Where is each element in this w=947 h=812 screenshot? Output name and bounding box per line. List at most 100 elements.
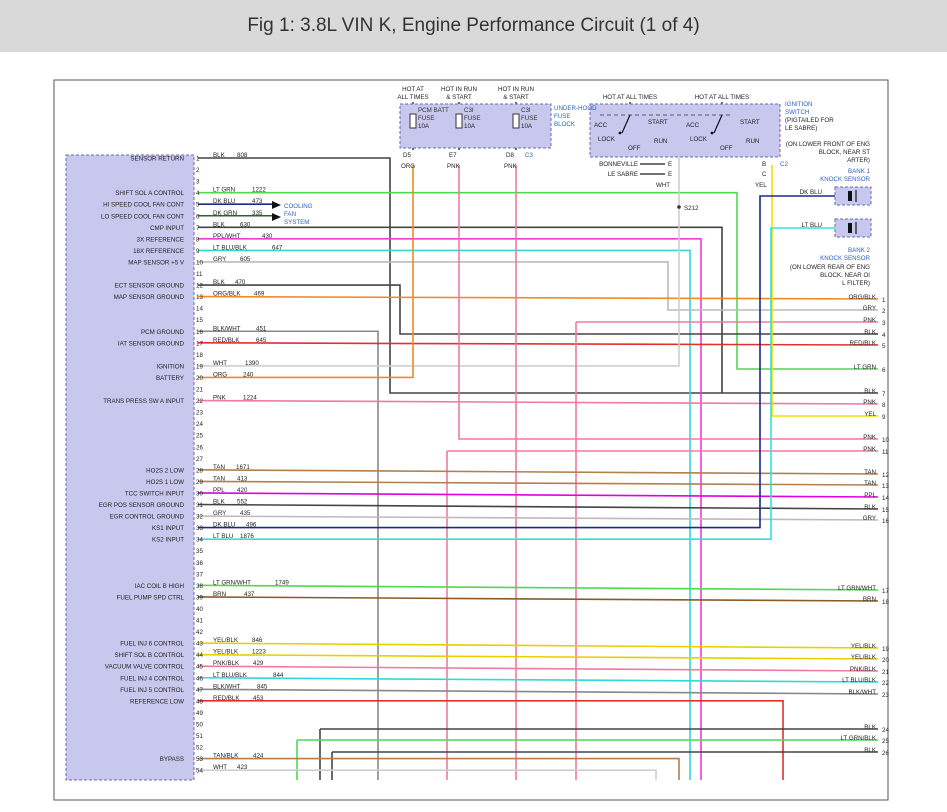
wire-ks1 (198, 195, 835, 529)
knock-sensor-1 (834, 186, 872, 206)
right-wire-color: YEL/BLK (851, 643, 877, 650)
note-front: (ON LOWER FRONT OF ENG (786, 141, 870, 148)
wire-ho2s2 (197, 469, 879, 475)
right-wire-color: YEL (864, 411, 876, 418)
pcm-pin-label: LO SPEED COOL FAN CONT (101, 213, 184, 220)
pcm-pin-number: 35 (196, 548, 203, 555)
knock-sensor-2 (834, 218, 872, 238)
right-wire-color: LT BLU/BLK (842, 677, 877, 684)
pcm-pin-number: 25 (196, 433, 203, 440)
right-wire-color: GRY (863, 515, 876, 522)
right-wire-color: PNK/BLK (850, 666, 877, 673)
right-wire-color: GRY (863, 305, 876, 312)
switch-contact-icon (618, 131, 622, 135)
pcm-pin-number: 31 (196, 502, 203, 509)
pcm-pin-number: 37 (196, 571, 203, 578)
fuse-header: HOT IN RUN (441, 86, 477, 93)
wire-egr-pos (197, 503, 879, 510)
right-connector-number: 13 (882, 483, 889, 490)
pcm-circuit-number: 552 (237, 499, 248, 506)
pcm-circuit-number: 451 (256, 325, 267, 332)
pcm-wire-color: TAN (213, 475, 225, 482)
ignition-header: HOT AT ALL TIMES (695, 94, 749, 101)
pcm-pin-number: 39 (196, 594, 203, 601)
fuse-wire: PNK (504, 163, 518, 170)
pcm-wire-color: TAN/BLK (213, 753, 239, 760)
knock-sensor-2-label: KNOCK SENSOR (820, 255, 870, 262)
pcm-pin-label: FUEL INJ 5 CONTROL (120, 687, 184, 694)
right-connector-number: 9 (882, 414, 886, 421)
pcm-circuit-number: 424 (253, 753, 264, 760)
arrow-icon (272, 213, 281, 221)
fuse-name: C3I (521, 107, 531, 114)
pcm-pin-number: 54 (196, 768, 203, 775)
note-front: ARTER) (847, 157, 870, 164)
wire-18x-reference (198, 249, 691, 780)
pcm-circuit-number: 1390 (245, 360, 259, 367)
pcm-connector-block (65, 154, 195, 781)
right-connector-number: 7 (882, 391, 886, 398)
pcm-wire-color: YEL/BLK (213, 649, 239, 656)
pcm-pin-number: 33 (196, 525, 203, 532)
note-rear: BLOCK, NEAR OI (820, 272, 870, 279)
right-connector-number: 26 (882, 750, 889, 757)
pcm-pin-number: 6 (196, 213, 200, 220)
pcm-pin-label: 18X REFERENCE (133, 248, 184, 255)
pcm-wire-color: BLK/WHT (213, 325, 241, 332)
wire-ks2 (198, 227, 835, 540)
right-wire-color: BLK (864, 747, 877, 754)
right-wire-color: ORG/BLK (848, 294, 876, 301)
cooling-fan-label: COOLING (284, 203, 313, 210)
fuse-pin: E7 (449, 152, 457, 159)
pcm-pin-label: TCC SWITCH INPUT (125, 490, 184, 497)
switch-position: ACC (686, 122, 700, 129)
pcm-circuit-number: 845 (257, 683, 268, 690)
wire-iac-b-high (197, 584, 879, 591)
right-connector-number: 6 (882, 367, 886, 374)
pcm-wire-color: TAN (213, 464, 225, 471)
model-lesabre: LE SABRE (608, 171, 638, 178)
right-connector-number: 10 (882, 437, 889, 444)
splice-icon (677, 205, 681, 209)
pcm-pin-number: 28 (196, 467, 203, 474)
right-wire-color: YEL/BLK (851, 654, 877, 661)
pcm-circuit-number: 605 (240, 256, 251, 263)
pcm-circuit-number: 1224 (243, 395, 257, 402)
ignition-switch-block (589, 103, 781, 158)
knock-sensor-2-label: BANK 2 (848, 247, 871, 254)
right-wire-color: TAN (864, 469, 876, 476)
wire-ect-ground (198, 284, 878, 335)
pcm-circuit-number: 423 (237, 764, 248, 771)
pcm-wire-color: PNK (213, 395, 227, 402)
pcm-wire-color: BLK/WHT (213, 683, 241, 690)
pcm-pin-number: 48 (196, 698, 203, 705)
pcm-wire-color: LT BLU/BLK (213, 244, 248, 251)
splice-label: S212 (684, 205, 699, 212)
pcm-circuit-number: 1223 (252, 649, 266, 656)
right-wire-color: LT GRN (854, 364, 876, 371)
right-connector-number: 17 (882, 588, 889, 595)
pcm-pin-number: 53 (196, 756, 203, 763)
right-wire-color: LT GRN/BLK (840, 735, 876, 742)
pcm-pin-number: 11 (196, 271, 203, 278)
wire-egr-ctrl (197, 515, 879, 521)
switch-contact-icon (710, 131, 714, 135)
knock-sensor-1-label: BANK 1 (848, 168, 871, 175)
pcm-pin-label: HI SPEED COOL FAN CONT (103, 202, 184, 209)
cooling-fan-label: FAN (284, 211, 296, 218)
pcm-wire-color: LT GRN/WHT (213, 579, 251, 586)
sensor-element-icon (848, 223, 852, 233)
pcm-wire-color: BLK (213, 221, 226, 228)
right-connector-number: 16 (882, 518, 889, 525)
right-connector-number: 22 (882, 680, 889, 687)
pcm-pin-number: 10 (196, 259, 203, 266)
pcm-pin-number: 24 (196, 421, 203, 428)
wire-54 (198, 769, 657, 780)
switch-blade (713, 114, 723, 134)
model-pin: E (668, 161, 672, 168)
pcm-pin-number: 12 (196, 283, 203, 290)
pcm-pin-number: 16 (196, 329, 203, 336)
right-connector-number: 2 (882, 308, 886, 315)
arrow-icon (272, 201, 281, 209)
pcm-pin-label: BYPASS (160, 756, 184, 763)
